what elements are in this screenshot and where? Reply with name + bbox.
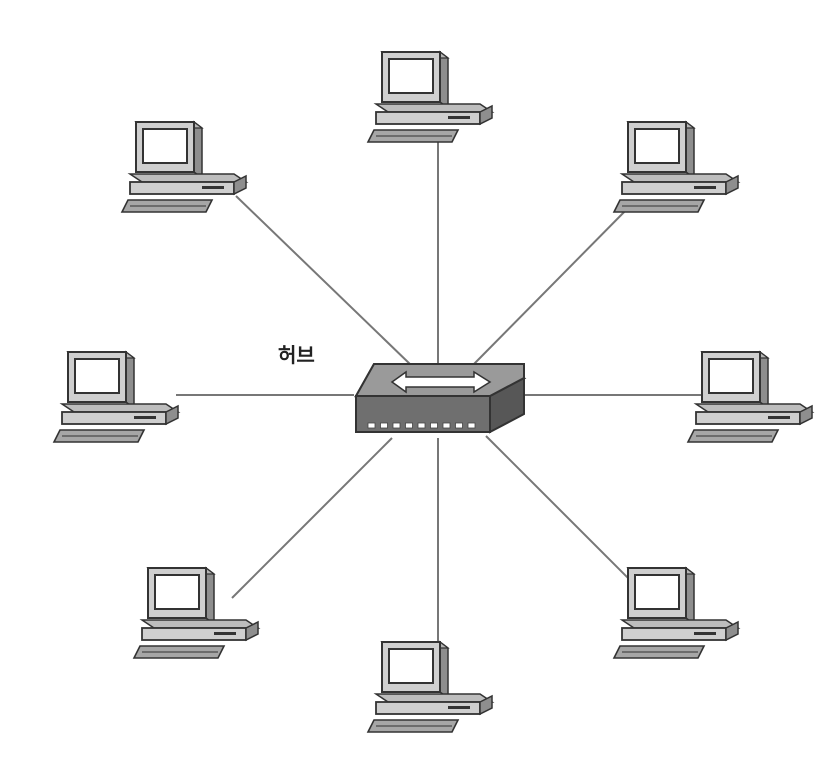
screen (388, 58, 434, 94)
computer-top-right (612, 120, 741, 213)
hub-port (392, 422, 401, 429)
computer-bottom (366, 640, 495, 733)
screen (74, 358, 120, 394)
hub-port (455, 422, 463, 429)
hub-label: 허브 (278, 343, 315, 367)
computer-right (686, 350, 815, 443)
screen (708, 358, 754, 394)
hub-device (354, 363, 527, 434)
computer-left (52, 350, 181, 443)
link-line (473, 201, 635, 365)
hub-port (467, 422, 476, 429)
screen (154, 574, 200, 610)
hub-port (430, 422, 438, 429)
computer-bottom-right (612, 566, 741, 659)
hub-port (442, 422, 451, 429)
hub-port (405, 422, 413, 429)
screen (634, 574, 680, 610)
link-line (235, 195, 413, 367)
hub-port (367, 422, 376, 429)
hub-port (380, 422, 388, 429)
computer-top (366, 50, 495, 143)
screen (388, 648, 434, 684)
link-line (231, 437, 393, 599)
computer-top-left (120, 120, 249, 213)
link-line (485, 435, 653, 603)
double-arrow-icon (390, 370, 492, 394)
screen (142, 128, 188, 164)
network-links (176, 140, 702, 642)
hub-port (417, 422, 426, 429)
computer-bottom-left (132, 566, 261, 659)
computers-group (52, 50, 815, 733)
screen (634, 128, 680, 164)
